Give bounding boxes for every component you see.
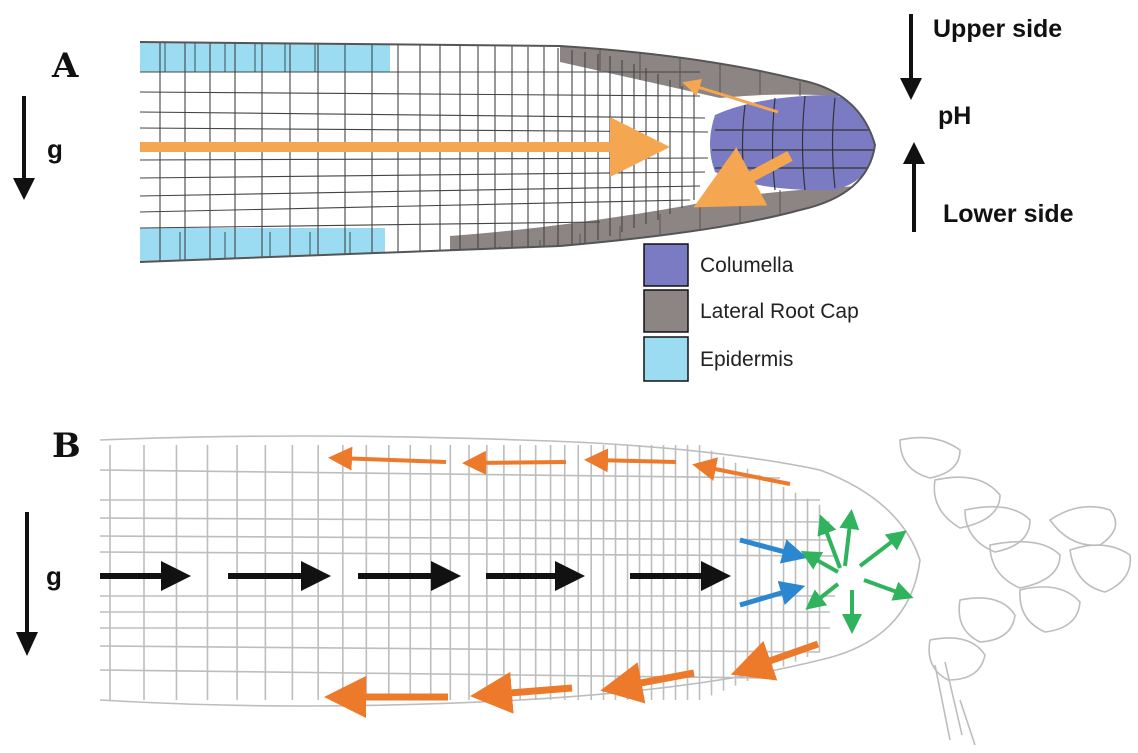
gravity-label-a: g xyxy=(47,134,63,164)
legend: Columella Lateral Root Cap Epidermis xyxy=(644,244,859,381)
upper-side-label: Upper side xyxy=(933,15,1062,43)
upper-side-arrow xyxy=(900,14,922,100)
columella xyxy=(710,95,878,190)
green-arrows xyxy=(806,515,908,628)
legend-label-epidermis: Epidermis xyxy=(700,348,793,371)
legend-swatch-epidermis xyxy=(644,337,688,381)
legend-label-columella: Columella xyxy=(700,254,794,277)
ph-label: pH xyxy=(938,102,971,130)
panel-a-label: A xyxy=(51,46,79,86)
legend-label-lateral-root-cap: Lateral Root Cap xyxy=(700,300,859,323)
gravity-label-b: g xyxy=(46,561,62,591)
epidermis-top xyxy=(140,42,390,72)
gravity-arrow-a xyxy=(13,96,35,200)
panel-b-label: B xyxy=(52,426,81,466)
root-tip-b xyxy=(100,436,1130,745)
blue-arrow-upper xyxy=(740,540,800,556)
panel-a: A g xyxy=(13,14,1074,381)
gravity-arrow-b xyxy=(16,512,38,656)
panel-b: B g xyxy=(16,426,1130,745)
root-tip-a xyxy=(140,40,880,270)
orange-arrows-upper xyxy=(336,458,790,484)
lower-side-label: Lower side xyxy=(943,200,1074,228)
legend-swatch-columella xyxy=(644,244,688,286)
lower-side-arrow xyxy=(903,142,925,232)
legend-swatch-lateral-root-cap xyxy=(644,290,688,332)
